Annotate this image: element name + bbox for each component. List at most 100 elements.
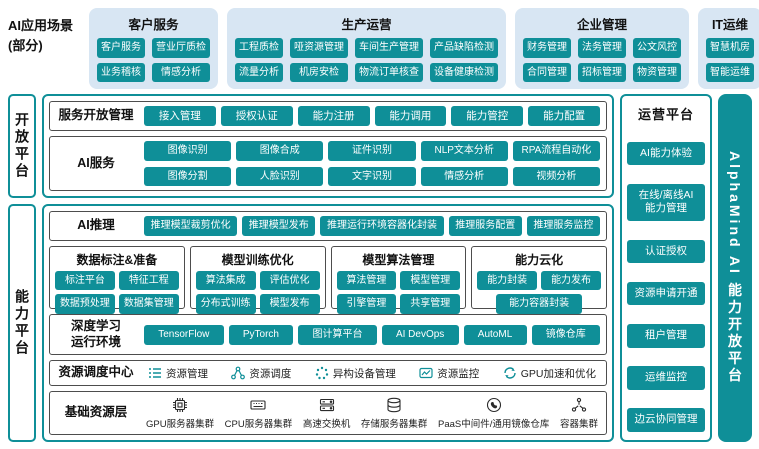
ai-service-chip[interactable]: 情感分析 <box>420 166 508 186</box>
scenario-chip[interactable]: 营业厅质检 <box>152 38 210 58</box>
dl-runtime-chip[interactable]: 镜像仓库 <box>531 325 600 345</box>
scenario-chip[interactable]: 情感分析 <box>152 62 210 82</box>
dl-runtime-chip[interactable]: AutoML <box>463 325 527 345</box>
model-training-chip[interactable]: 分布式训练 <box>195 294 256 314</box>
model-training-chip[interactable]: 算法集成 <box>195 270 256 290</box>
capability-cloudify-chip[interactable]: 能力发布 <box>541 270 601 290</box>
service-open-chip[interactable]: 能力管控 <box>451 106 524 127</box>
scenario-chip[interactable]: 招标管理 <box>578 62 626 82</box>
ai-service-chip[interactable]: 视频分析 <box>512 166 600 186</box>
storage-cluster-icon <box>387 397 401 413</box>
scenario-chip[interactable]: 物资管理 <box>633 62 681 82</box>
scenario-chip[interactable]: 公文风控 <box>633 38 681 58</box>
model-training-chip[interactable]: 模型发布 <box>259 294 320 314</box>
center-column: 服务开放管理 接入管理 授权认证 能力注册 能力调用 能力管控 能力配置 AI服… <box>42 94 614 442</box>
scenario-chip[interactable]: 哑资源管理 <box>290 38 348 58</box>
capability-cloudify-chip[interactable]: 能力容器封装 <box>495 294 583 314</box>
base-resource-item[interactable]: PaaS中间件/通用镜像仓库 <box>438 396 549 430</box>
base-resource-item-label: 存储服务器集群 <box>360 419 428 430</box>
container-cluster-icon <box>571 397 587 412</box>
model-algo-chip[interactable]: 算法管理 <box>336 270 397 290</box>
ai-service-chip[interactable]: 图像合成 <box>236 141 324 161</box>
ai-service-chip[interactable]: 证件识别 <box>328 141 416 161</box>
dl-runtime-chip[interactable]: AI DevOps <box>381 325 459 345</box>
scenario-chip[interactable]: 法务管理 <box>578 38 626 58</box>
scenario-group-title: 企业管理 <box>576 18 627 32</box>
scenario-group-enterprise-mgmt: 企业管理 财务管理 法务管理 公文风控 合同管理 招标管理 物资管理 <box>515 8 689 89</box>
operations-chip[interactable]: AI能力体验 <box>627 141 705 166</box>
base-resource-row: 基础资源层 GPU服务器集群 CPU服务器集群 高速交换机 <box>49 391 607 435</box>
scenario-chip[interactable]: 财务管理 <box>523 38 571 58</box>
scenario-chip[interactable]: 流量分析 <box>235 62 283 82</box>
ai-service-chip[interactable]: NLP文本分析 <box>420 141 508 161</box>
ai-inference-chip[interactable]: 推理模型裁剪优化 <box>144 216 238 236</box>
resource-center-item[interactable]: 资源调度 <box>231 366 291 381</box>
operations-chip[interactable]: 运维监控 <box>627 366 705 390</box>
gpu-cluster-icon <box>173 398 188 412</box>
dl-runtime-chip[interactable]: TensorFlow <box>144 325 224 345</box>
resource-center-item-label: 异构设备管理 <box>332 367 396 380</box>
scenario-chip[interactable]: 客户服务 <box>97 38 145 58</box>
scenario-group-title: 生产运营 <box>341 18 392 32</box>
cpu-cluster-icon <box>250 400 267 410</box>
resource-center-item[interactable]: 异构设备管理 <box>315 366 396 381</box>
data-prep-chip[interactable]: 数据集管理 <box>118 294 179 314</box>
capability-cloudify-chip[interactable]: 能力封装 <box>477 270 538 290</box>
data-prep-chip[interactable]: 标注平台 <box>55 270 115 290</box>
base-resource-item[interactable]: 容器集群 <box>560 396 598 430</box>
capability-platform-side-label: 能力平台 <box>8 204 36 442</box>
scenario-chip[interactable]: 合同管理 <box>523 62 571 82</box>
ai-service-chip[interactable]: 图像分割 <box>144 166 232 186</box>
resource-center-item[interactable]: 资源监控 <box>419 366 479 381</box>
operations-chip[interactable]: 边云协同管理 <box>627 408 705 432</box>
operations-chip[interactable]: 租户管理 <box>627 323 705 348</box>
service-open-chip[interactable]: 能力配置 <box>528 106 600 127</box>
resource-management-icon <box>149 368 161 379</box>
service-open-chip[interactable]: 接入管理 <box>144 106 216 127</box>
model-algo-chip[interactable]: 模型管理 <box>400 270 461 290</box>
base-resource-item[interactable]: CPU服务器集群 <box>225 396 292 430</box>
ai-inference-chip[interactable]: 推理运行环境容器化封装 <box>320 216 444 236</box>
service-open-chip[interactable]: 授权认证 <box>220 106 293 127</box>
operations-chip[interactable]: 认证授权 <box>627 239 705 264</box>
base-resource-item[interactable]: 高速交换机 <box>303 396 350 430</box>
ai-inference-chip[interactable]: 推理服务配置 <box>448 216 522 236</box>
scenario-group-it-ops: IT运维 智慧机房 智能运维 <box>698 8 759 89</box>
data-prep-chip[interactable]: 特征工程 <box>118 270 179 290</box>
scenario-chip[interactable]: 工程质检 <box>235 38 283 58</box>
scenario-chip[interactable]: 机房安检 <box>290 62 348 82</box>
scenario-chip[interactable]: 智能运维 <box>706 62 754 82</box>
dl-runtime-chip[interactable]: PyTorch <box>228 325 294 345</box>
service-open-chip[interactable]: 能力调用 <box>374 106 447 127</box>
service-open-chip[interactable]: 能力注册 <box>297 106 370 127</box>
model-algo-chip[interactable]: 引擎管理 <box>336 294 397 314</box>
resource-center-item[interactable]: 资源管理 <box>148 366 208 381</box>
ai-service-chip[interactable]: 图像识别 <box>144 141 232 161</box>
scenario-group-customer-service: 客户服务 客户服务 营业厅质检 业务稽核 情感分析 <box>89 8 218 89</box>
ai-service-chip[interactable]: RPA流程自动化 <box>512 141 600 161</box>
platform-banner: AlphaMind AI 能力开放平台 <box>718 94 752 442</box>
ai-inference-chip[interactable]: 推理服务监控 <box>526 216 601 236</box>
ai-service-chip[interactable]: 文字识别 <box>328 166 416 186</box>
capability-platform-panel: AI推理 推理模型裁剪优化 推理模型发布 推理运行环境容器化封装 推理服务配置 … <box>42 204 614 442</box>
scenario-group-production-ops: 生产运营 工程质检 哑资源管理 车间生产管理 产品缺陷检测 流量分析 机房安检 … <box>227 8 506 89</box>
scenario-chip[interactable]: 业务稽核 <box>97 62 145 82</box>
operations-chip[interactable]: 资源申请开通 <box>627 281 705 306</box>
resource-center-item[interactable]: GPU加速和优化 <box>503 366 596 381</box>
dl-runtime-chip[interactable]: 图计算平台 <box>298 325 377 345</box>
model-algo-chip[interactable]: 共享管理 <box>400 294 461 314</box>
model-training-chip[interactable]: 评估优化 <box>259 270 320 290</box>
scenario-chip[interactable]: 车间生产管理 <box>355 38 423 58</box>
base-resource-item[interactable]: GPU服务器集群 <box>146 396 214 430</box>
data-prep-chip[interactable]: 数据预处理 <box>55 294 115 314</box>
dl-runtime-row: 深度学习 运行环境 TensorFlow PyTorch 图计算平台 AI De… <box>49 314 607 356</box>
scenario-chip[interactable]: 设备健康检测 <box>430 62 498 82</box>
scenario-chip[interactable]: 物流订单核查 <box>355 62 423 82</box>
scenario-chip[interactable]: 智慧机房 <box>706 38 754 58</box>
ai-inference-chip[interactable]: 推理模型发布 <box>242 216 316 236</box>
operations-chip[interactable]: 在线/离线AI 能力管理 <box>627 183 705 222</box>
ai-service-chip[interactable]: 人脸识别 <box>236 166 324 186</box>
scenario-chip[interactable]: 产品缺陷检测 <box>430 38 498 58</box>
scenario-group-title: 客户服务 <box>128 18 179 32</box>
base-resource-item[interactable]: 存储服务器集群 <box>360 396 428 430</box>
